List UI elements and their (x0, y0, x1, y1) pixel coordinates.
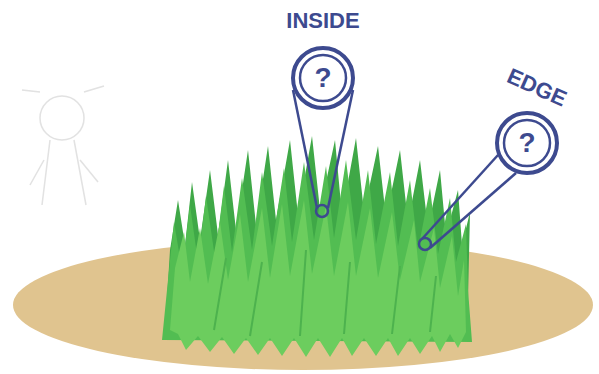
sketch-body (30, 140, 98, 205)
callout-heading: INSIDE (286, 8, 359, 34)
callout-heading: EDGE (503, 63, 571, 112)
callout-symbol: ? (495, 111, 559, 175)
sketch-figure (22, 86, 104, 205)
edge-pointer-dot (419, 238, 431, 250)
magnifier-callout: EDGE? (495, 111, 559, 175)
inside-pointer-dot (316, 205, 328, 217)
grass-front-layer (170, 200, 466, 357)
edge-leader-bottom (430, 173, 516, 248)
magnifier-callout: INSIDE? (291, 46, 355, 110)
leader-lines (293, 90, 516, 250)
grass-highlight-blades (214, 250, 436, 336)
sketch-scribble (22, 86, 104, 92)
sketch-head (40, 96, 84, 140)
callout-symbol: ? (291, 46, 355, 110)
